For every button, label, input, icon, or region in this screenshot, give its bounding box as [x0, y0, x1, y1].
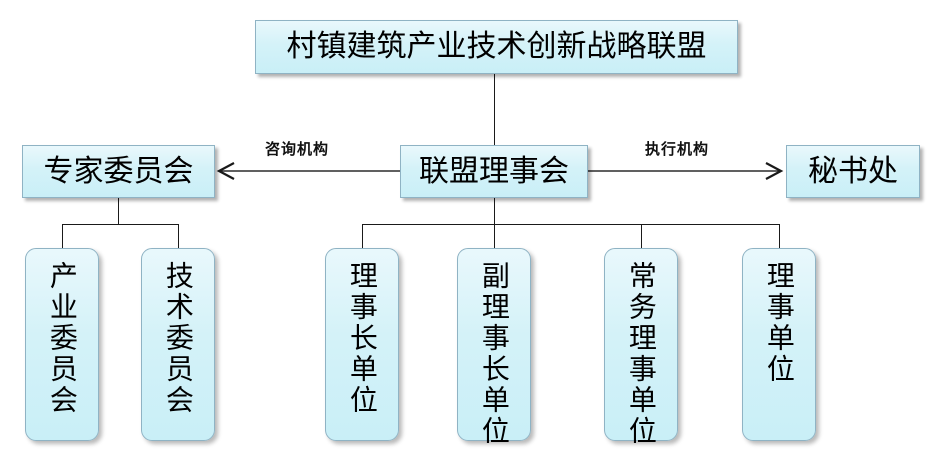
node-technology-committee[interactable]: 技术委员会 — [141, 248, 215, 441]
arrow-executive — [588, 162, 784, 180]
connector-committee-drop-1 — [62, 224, 63, 248]
node-alliance-council-label: 联盟理事会 — [419, 153, 569, 189]
node-secretariat-label: 秘书处 — [808, 153, 898, 189]
connector-committee-bus — [62, 224, 178, 225]
node-expert-committee-label: 专家委员会 — [43, 153, 194, 189]
node-director-unit-label: 理事单位 — [762, 261, 796, 385]
connector-committee-to-bus — [118, 198, 119, 224]
edge-label-consulting: 咨询机构 — [265, 140, 330, 158]
node-secretariat[interactable]: 秘书处 — [786, 145, 920, 198]
node-vice-chairman-unit[interactable]: 副理事长单位 — [457, 248, 531, 447]
connector-council-drop-3 — [641, 224, 642, 248]
node-alliance-council[interactable]: 联盟理事会 — [400, 145, 588, 198]
node-chairman-unit-label: 理事长单位 — [345, 261, 379, 416]
arrow-consulting — [216, 162, 404, 180]
connector-council-drop-4 — [779, 224, 780, 248]
node-alliance-title[interactable]: 村镇建筑产业技术创新战略联盟 — [255, 20, 738, 74]
connector-council-drop-1 — [362, 224, 363, 248]
node-standing-director-unit[interactable]: 常务理事单位 — [604, 248, 678, 447]
node-standing-director-unit-label: 常务理事单位 — [624, 261, 658, 447]
node-vice-chairman-unit-label: 副理事长单位 — [477, 261, 511, 447]
connector-title-to-council — [494, 74, 495, 146]
node-alliance-title-label: 村镇建筑产业技术创新战略联盟 — [286, 29, 707, 64]
node-chairman-unit[interactable]: 理事长单位 — [325, 248, 399, 441]
edge-label-executive: 执行机构 — [645, 140, 710, 158]
connector-council-drop-2 — [494, 224, 495, 248]
node-expert-committee[interactable]: 专家委员会 — [22, 145, 215, 198]
node-technology-committee-label: 技术委员会 — [161, 261, 195, 416]
connector-council-to-bus — [494, 198, 495, 224]
connector-committee-drop-2 — [178, 224, 179, 248]
node-industry-committee[interactable]: 产业委员会 — [25, 248, 99, 441]
node-director-unit[interactable]: 理事单位 — [742, 248, 816, 441]
node-industry-committee-label: 产业委员会 — [45, 261, 79, 416]
connector-council-bus — [362, 224, 779, 225]
